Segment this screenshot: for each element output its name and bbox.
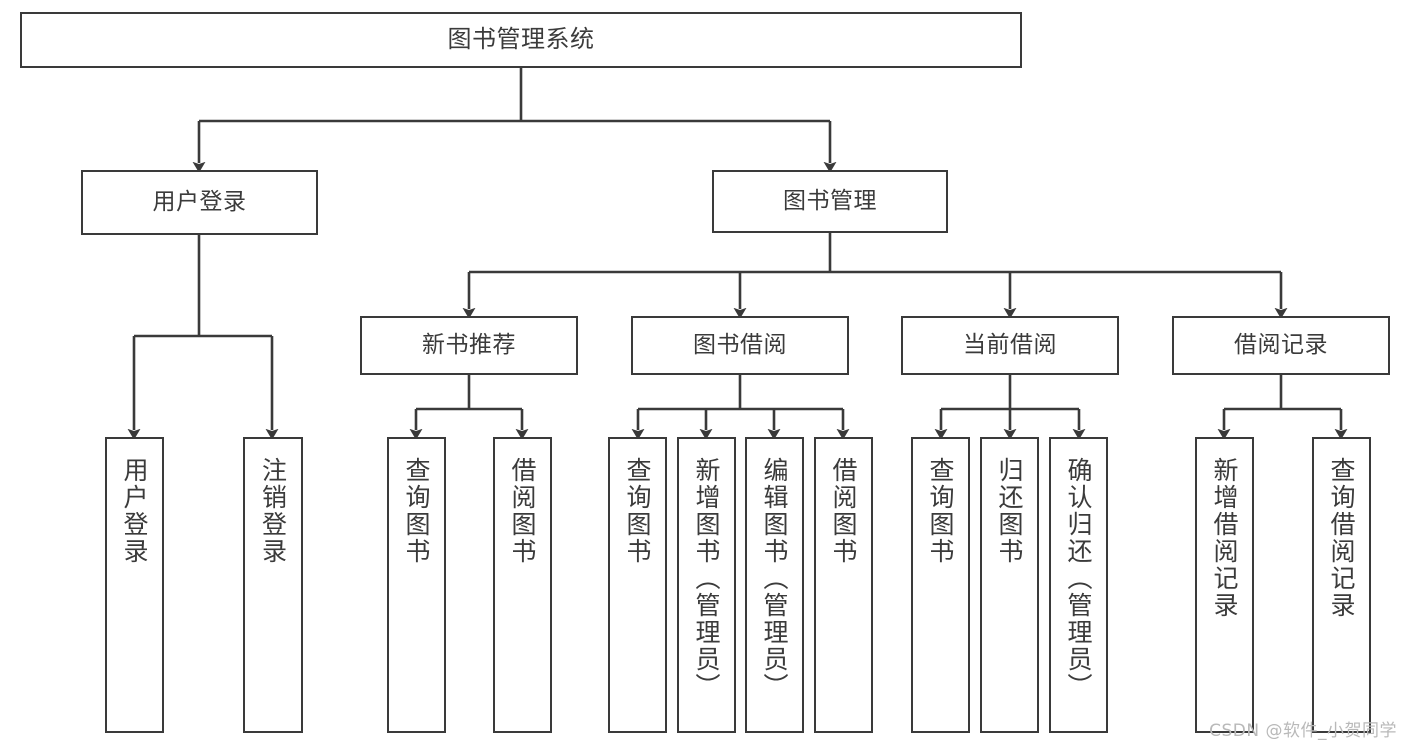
- leaf-user-login-logout-label: 注销登录: [258, 457, 288, 565]
- node-book-manage-label: 图书管理: [783, 188, 877, 215]
- leaf-book-borrow-add[interactable]: 新增图书（管理员）: [677, 437, 736, 733]
- node-current-borrow-label: 当前借阅: [963, 332, 1057, 359]
- leaf-book-borrow-edit[interactable]: 编辑图书（管理员）: [745, 437, 804, 733]
- node-user-login-label: 用户登录: [152, 189, 247, 216]
- leaf-borrow-record-query[interactable]: 查询借阅记录: [1312, 437, 1371, 733]
- leaf-current-borrow-return-label: 归还图书: [995, 457, 1024, 565]
- leaf-book-borrow-query-label: 查询图书: [623, 457, 652, 565]
- node-book-manage[interactable]: 图书管理: [712, 170, 948, 233]
- leaf-book-borrow-edit-label: 编辑图书（管理员）: [760, 457, 789, 700]
- leaf-current-borrow-query-label: 查询图书: [926, 457, 955, 565]
- leaf-user-login-logout[interactable]: 注销登录: [243, 437, 303, 733]
- leaf-book-borrow-borrow-label: 借阅图书: [829, 457, 858, 565]
- node-book-borrow-label: 图书借阅: [693, 332, 787, 359]
- leaf-new-book-query[interactable]: 查询图书: [387, 437, 446, 733]
- node-root-label: 图书管理系统: [447, 25, 595, 54]
- leaf-new-book-query-label: 查询图书: [402, 457, 431, 565]
- node-user-login[interactable]: 用户登录: [81, 170, 318, 235]
- leaf-new-book-borrow-label: 借阅图书: [508, 457, 537, 565]
- node-book-borrow[interactable]: 图书借阅: [631, 316, 849, 375]
- csdn-watermark: CSDN @软件_小贺同学: [1209, 721, 1397, 741]
- node-borrow-record-label: 借阅记录: [1234, 332, 1328, 359]
- node-new-book-recommend[interactable]: 新书推荐: [360, 316, 578, 375]
- leaf-current-borrow-confirm-label: 确认归还（管理员）: [1064, 457, 1093, 700]
- leaf-new-book-borrow[interactable]: 借阅图书: [493, 437, 552, 733]
- leaf-borrow-record-query-label: 查询借阅记录: [1327, 457, 1356, 619]
- leaf-current-borrow-return[interactable]: 归还图书: [980, 437, 1039, 733]
- leaf-current-borrow-query[interactable]: 查询图书: [911, 437, 970, 733]
- leaf-user-login-login[interactable]: 用户登录: [105, 437, 164, 733]
- leaf-current-borrow-confirm[interactable]: 确认归还（管理员）: [1049, 437, 1108, 733]
- node-current-borrow[interactable]: 当前借阅: [901, 316, 1119, 375]
- leaf-user-login-login-label: 用户登录: [120, 457, 149, 565]
- leaf-book-borrow-borrow[interactable]: 借阅图书: [814, 437, 873, 733]
- node-root[interactable]: 图书管理系统: [20, 12, 1022, 68]
- leaf-book-borrow-query[interactable]: 查询图书: [608, 437, 667, 733]
- leaf-borrow-record-add[interactable]: 新增借阅记录: [1195, 437, 1254, 733]
- leaf-borrow-record-add-label: 新增借阅记录: [1210, 457, 1239, 619]
- node-new-book-recommend-label: 新书推荐: [422, 332, 516, 359]
- node-borrow-record[interactable]: 借阅记录: [1172, 316, 1390, 375]
- leaf-book-borrow-add-label: 新增图书（管理员）: [692, 457, 721, 700]
